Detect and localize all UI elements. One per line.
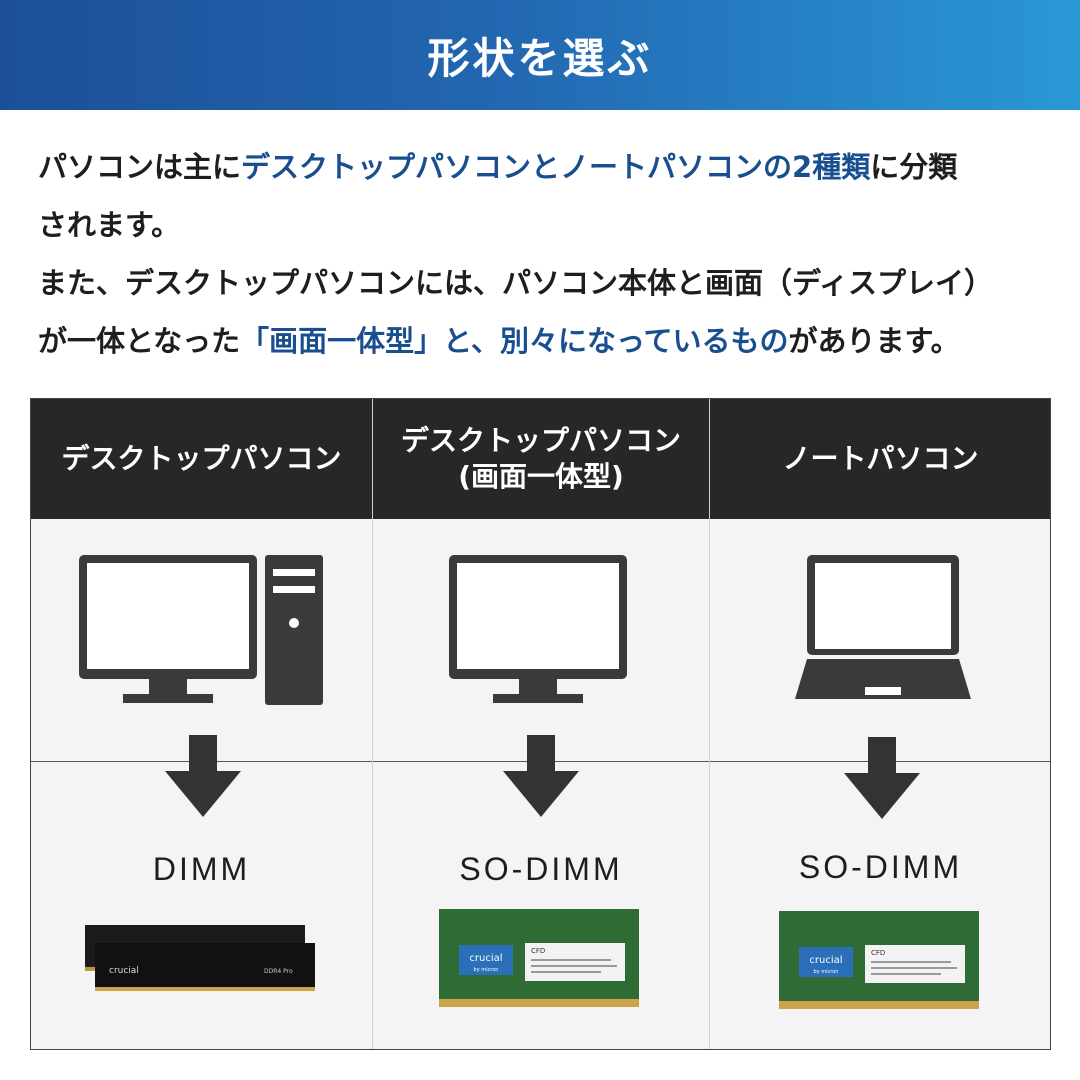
dimm-module-image: crucial DDR4 Pro [85, 925, 315, 991]
intro-text-segment: に分類 [870, 150, 958, 184]
desktop-pc-icon [79, 555, 323, 705]
intro-text-segment: が一体となった [38, 324, 241, 358]
intro-highlight: デスクトップパソコンとノートパソコンの2種類 [241, 150, 871, 184]
all-in-one-monitor-icon [449, 555, 627, 703]
arrow-down-icon [165, 735, 241, 817]
table-header [31, 399, 1050, 519]
so-dimm-module-image: crucial by micron CFD [779, 911, 979, 1009]
memory-label-cell: SO-DIMM [373, 851, 709, 888]
column-title: ノートパソコン [782, 442, 979, 475]
module-brand-text: crucial [109, 966, 139, 976]
banner-title: 形状を選ぶ [427, 33, 653, 83]
intro-line-1: パソコンは主にデスクトップパソコンとノートパソコンの2種類に分類 [38, 138, 1058, 196]
intro-text-segment: があります。 [788, 324, 960, 358]
intro-line-3: また、デスクトップパソコンには、パソコン本体と画面（ディスプレイ） [38, 266, 993, 300]
module-brand-text: crucial [809, 955, 842, 966]
module-model-text: DDR4 Pro [264, 968, 293, 975]
column-divider [372, 399, 373, 1049]
arrow-down-icon [503, 735, 579, 817]
comparison-table: デスクトップパソコン デスクトップパソコン(画面一体型) ノートパソコン DIM… [30, 398, 1051, 1050]
memory-type-label: DIMM [142, 851, 261, 888]
memory-type-label: SO-DIMM [449, 851, 633, 888]
intro-text-segment: パソコンは主に [38, 150, 242, 184]
column-title: デスクトップパソコン [400, 424, 681, 457]
title-banner: 形状を選ぶ [0, 0, 1080, 110]
module-sub-text: by micron [474, 967, 499, 973]
column-subtitle: (画面一体型) [458, 460, 624, 493]
column-header-desktop: デスクトップパソコン [31, 399, 372, 519]
module-sub-text: by micron [814, 969, 839, 975]
memory-label-cell: SO-DIMM [710, 849, 1051, 886]
column-title: デスクトップパソコン [61, 442, 342, 475]
column-header-all-in-one: デスクトップパソコン(画面一体型) [373, 399, 709, 519]
module-sticker-text: CFD [531, 947, 545, 955]
intro-line-2: されます。 [38, 208, 181, 242]
module-brand-text: crucial [469, 953, 502, 964]
intro-text: パソコンは主にデスクトップパソコンとノートパソコンの2種類に分類 されます。 ま… [38, 138, 1058, 370]
module-sticker-text: CFD [871, 949, 885, 957]
arrow-down-icon [844, 737, 920, 819]
memory-type-label: SO-DIMM [788, 849, 973, 886]
column-divider [709, 399, 710, 1049]
memory-label-cell: DIMM [31, 851, 372, 888]
so-dimm-module-image: crucial by micron CFD [439, 909, 639, 1007]
laptop-icon [795, 555, 971, 699]
column-header-laptop: ノートパソコン [710, 399, 1051, 519]
intro-line-4: が一体となった「画面一体型」と、別々になっているものがあります。 [38, 312, 1058, 370]
intro-highlight: 「画面一体型」と、別々になっているもの [240, 324, 789, 358]
